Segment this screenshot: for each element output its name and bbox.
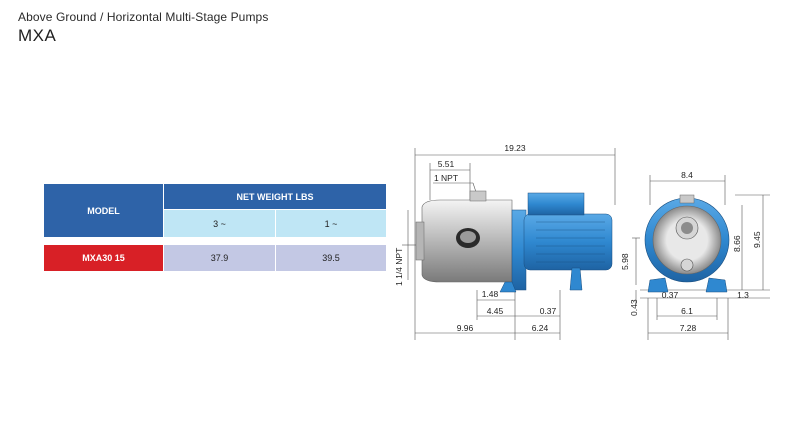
pump-end-cover	[652, 205, 722, 275]
front-width-label: 8.4	[681, 170, 693, 180]
single-phase-header: 1 ~	[275, 210, 386, 237]
side-view: 19.23 5.51 1 NPT 1 1/4 NPT 1.48 4.45 0.3…	[394, 143, 616, 340]
motor-body	[523, 213, 613, 271]
product-category: Above Ground / Horizontal Multi-Stage Pu…	[18, 10, 269, 24]
foot-width-label: 1.3	[737, 290, 749, 300]
suction-flange	[415, 221, 425, 261]
model-cell: MXA30 15	[44, 245, 164, 271]
axis-height-label: 5.98	[620, 253, 630, 270]
total-height-label: 9.45	[752, 231, 762, 248]
foot-inset-label: 0.37	[662, 290, 679, 300]
left-foot	[647, 277, 669, 293]
base-b-label: 0.37	[540, 306, 557, 316]
base-width-label: 7.28	[680, 323, 697, 333]
front-discharge-port	[679, 194, 695, 204]
suction-port-label: 1 1/4 NPT	[394, 248, 404, 286]
front-length-label: 9.96	[457, 323, 474, 333]
net-weight-header: NET WEIGHT LBS	[164, 184, 386, 210]
suction-offset-label: 5.51	[438, 159, 455, 169]
terminal-box	[527, 192, 585, 216]
rear-length-label: 6.24	[532, 323, 549, 333]
discharge-port-label: 1 NPT	[434, 173, 458, 183]
table-row: MXA30 15 37.9 39.5	[44, 245, 386, 271]
single-phase-weight: 39.5	[275, 245, 386, 271]
front-view: 8.4 9.45 8.66 5.98 0.43 0.37 1.3 6.1 7.2…	[620, 170, 770, 340]
three-phase-weight: 37.9	[164, 245, 275, 271]
hole-spacing-label: 6.1	[681, 306, 693, 316]
page-header: Above Ground / Horizontal Multi-Stage Pu…	[18, 10, 268, 46]
weight-table: MODEL NET WEIGHT LBS 3 ~ 1 ~ MXA30 15 37…	[44, 184, 386, 271]
right-foot	[705, 277, 728, 293]
three-phase-header: 3 ~	[164, 210, 275, 237]
phase-subheader: 3 ~ 1 ~	[164, 210, 386, 237]
foot-height-label: 0.43	[629, 299, 639, 316]
discharge-port	[469, 190, 487, 202]
weight-column-group: NET WEIGHT LBS 3 ~ 1 ~	[164, 184, 386, 237]
overall-length-label: 19.23	[504, 143, 526, 153]
base-a-label: 4.45	[487, 306, 504, 316]
foot-offset-label: 1.48	[482, 289, 499, 299]
model-column-header: MODEL	[44, 184, 164, 237]
table-header: MODEL NET WEIGHT LBS 3 ~ 1 ~	[44, 184, 386, 237]
discharge-height-label: 8.66	[732, 235, 742, 252]
product-title: MXA	[18, 26, 57, 45]
